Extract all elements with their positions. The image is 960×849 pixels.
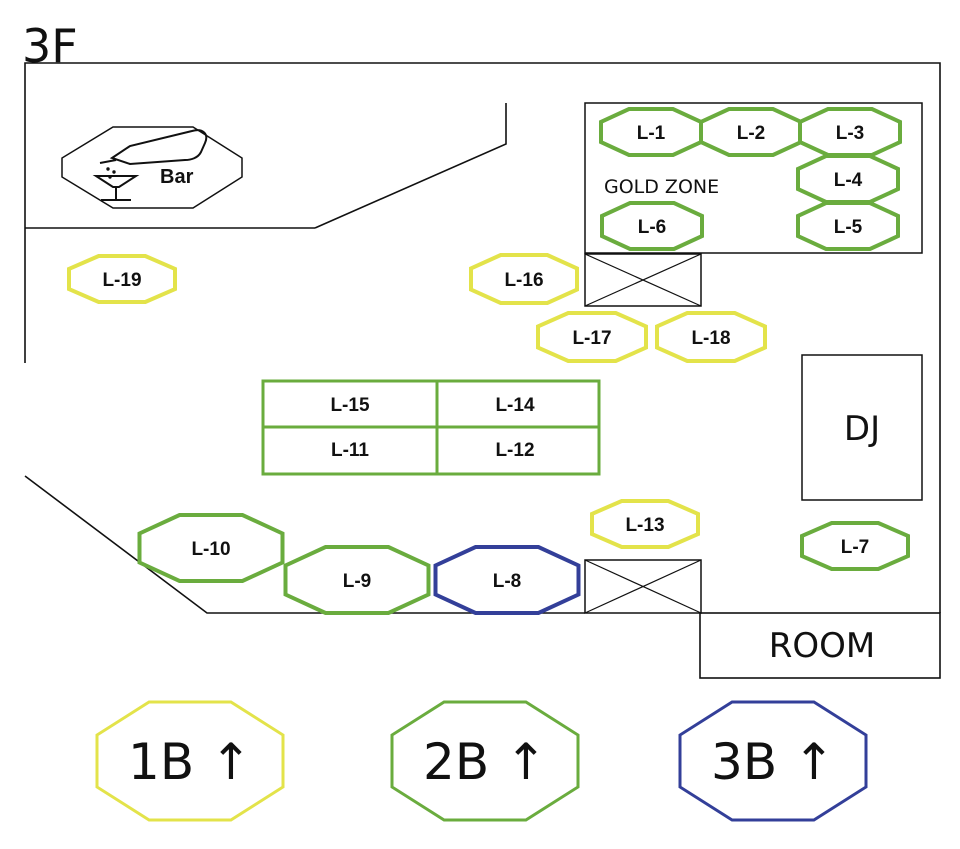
booth-octagon[interactable]	[469, 253, 579, 305]
booth-octagon[interactable]	[800, 521, 910, 571]
booth-octagon[interactable]	[796, 201, 900, 251]
legend-octagon[interactable]	[678, 700, 868, 822]
booth-octagon[interactable]	[536, 311, 648, 363]
booth-label: L-2	[737, 123, 766, 144]
gold-zone-label: GOLD ZONE	[604, 176, 719, 198]
bar-octagon	[61, 126, 243, 209]
table-l15[interactable]: L-15	[330, 395, 370, 416]
legend-octagon[interactable]	[95, 700, 285, 822]
booth-label: L-9	[343, 571, 372, 592]
table-grid[interactable]: L-15 L-14 L-11 L-12	[261, 379, 601, 476]
booth-octagon[interactable]	[137, 513, 285, 583]
booth-label: L-4	[834, 170, 863, 191]
bar-bottle-glass-icon	[92, 129, 208, 201]
legend-b2[interactable]: 2B ↑	[390, 700, 580, 822]
booth-l4[interactable]: L-4	[796, 154, 900, 204]
booth-octagon[interactable]	[590, 499, 700, 549]
room-label: ROOM	[769, 626, 875, 666]
booth-l13[interactable]: L-13	[590, 499, 700, 549]
booth-l10[interactable]: L-10	[137, 513, 285, 583]
booth-octagon[interactable]	[67, 254, 177, 304]
booth-l7[interactable]: L-7	[800, 521, 910, 571]
table-l12[interactable]: L-12	[495, 440, 534, 461]
booth-octagon[interactable]	[599, 107, 703, 157]
table-l14[interactable]: L-14	[495, 395, 535, 416]
legend-b3[interactable]: 3B ↑	[678, 700, 868, 822]
legend-label: 2B ↑	[423, 733, 547, 791]
booth-label: L-8	[493, 571, 522, 592]
booth-label: L-1	[637, 123, 666, 144]
booth-octagon[interactable]	[655, 311, 767, 363]
booth-label: L-13	[625, 515, 664, 536]
booth-octagon[interactable]	[283, 545, 431, 615]
booth-l18[interactable]: L-18	[655, 311, 767, 363]
legend-b1[interactable]: 1B ↑	[95, 700, 285, 822]
dj-label: DJ	[844, 409, 880, 449]
booth-label: L-17	[572, 328, 611, 349]
booth-l8[interactable]: L-8	[433, 545, 581, 615]
booth-l19[interactable]: L-19	[67, 254, 177, 304]
booth-label: L-3	[836, 123, 865, 144]
booth-octagon[interactable]	[699, 107, 803, 157]
booth-l5[interactable]: L-5	[796, 201, 900, 251]
booth-label: L-10	[191, 539, 230, 560]
booth-octagon[interactable]	[433, 545, 581, 615]
dj-booth: DJ	[801, 354, 923, 501]
booth-label: L-16	[504, 270, 543, 291]
booth-label: L-5	[834, 217, 863, 238]
booth-l2[interactable]: L-2	[699, 107, 803, 157]
booth-label: L-6	[638, 217, 667, 238]
bar-label: Bar	[160, 166, 194, 188]
floor-label: 3F	[22, 19, 78, 73]
booth-l16[interactable]: L-16	[469, 253, 579, 305]
booth-l1[interactable]: L-1	[599, 107, 703, 157]
crossed-box-icon	[584, 253, 702, 307]
booth-l6[interactable]: L-6	[600, 201, 704, 251]
gold-zone: GOLD ZONE	[584, 102, 923, 254]
booth-l9[interactable]: L-9	[283, 545, 431, 615]
booth-label: L-18	[691, 328, 730, 349]
booth-label: L-7	[841, 537, 870, 558]
walls	[24, 62, 941, 679]
booth-l17[interactable]: L-17	[536, 311, 648, 363]
bar-area: Bar	[61, 126, 243, 209]
crossed-box-icon	[584, 559, 702, 614]
booth-octagon[interactable]	[600, 201, 704, 251]
table-l11[interactable]: L-11	[331, 440, 369, 461]
legend-label: 3B ↑	[711, 733, 835, 791]
booth-l3[interactable]: L-3	[798, 107, 902, 157]
legend-octagon[interactable]	[390, 700, 580, 822]
booth-label: L-19	[102, 270, 141, 291]
legend-label: 1B ↑	[128, 733, 252, 791]
